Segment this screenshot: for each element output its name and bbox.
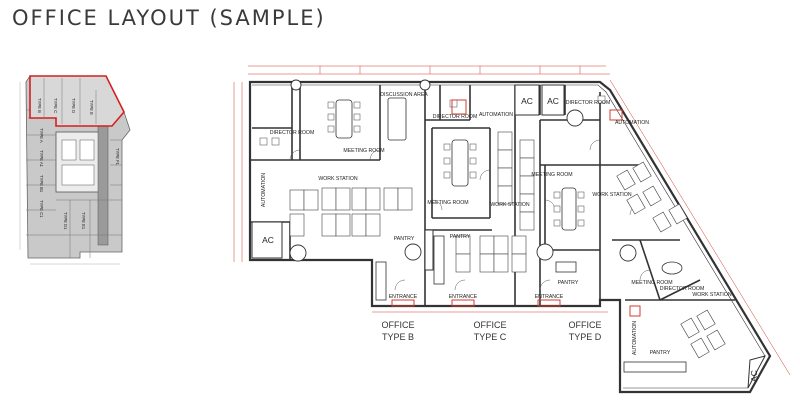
key-unit-label: TYPE B xyxy=(37,98,42,113)
room-label-automation-d-top: AUTOMATION xyxy=(615,120,649,126)
room-label-pantry-d: PANTRY xyxy=(558,280,579,286)
room-label-director-b: DIRECTOR ROOM xyxy=(270,130,315,136)
key-unit-label: TYPE C1 xyxy=(39,200,44,218)
meeting-tables xyxy=(335,97,683,275)
ac-boxes xyxy=(251,84,766,389)
main-floor-plan: DIRECTOR ROOM DISCUSSION AREA MEETING RO… xyxy=(233,65,791,394)
room-label-discussion: DISCUSSION AREA xyxy=(380,92,428,98)
room-label-entrance-c: ENTRANCE xyxy=(449,294,478,300)
office-type-c-line2: TYPE C xyxy=(474,332,507,342)
room-label-pantry-b: PANTRY xyxy=(394,236,415,242)
key-unit-label: TYPE F1 xyxy=(115,148,120,166)
room-label-director-e: DIRECTOR ROOM xyxy=(660,286,705,292)
key-highlight-outline xyxy=(29,75,125,127)
key-unit-label: TYPE E xyxy=(89,100,94,115)
room-label-director-d: DIRECTOR ROOM xyxy=(566,100,611,106)
ac-label-e: AC xyxy=(749,370,759,382)
key-unit-label: TYPE A xyxy=(39,128,44,143)
room-label-workstation-d: WORK STATION xyxy=(592,192,632,198)
room-label-meeting-e: MEETING ROOM xyxy=(631,280,672,286)
office-type-d-line2: TYPE D xyxy=(569,332,602,342)
room-label-meeting-c: MEETING ROOM xyxy=(427,200,468,206)
room-label-entrance-b: ENTRANCE xyxy=(389,294,418,300)
key-unit-label: TYPE D1 xyxy=(63,212,68,230)
room-label-director-c: DIRECTOR ROOM xyxy=(433,114,478,120)
ac-label-d: AC xyxy=(547,96,559,106)
office-type-b-line2: TYPE B xyxy=(382,332,414,342)
workstations xyxy=(289,131,726,359)
columns xyxy=(289,79,637,262)
key-unit-label: TYPE E1 xyxy=(81,212,86,230)
office-type-b-line1: OFFICE xyxy=(382,320,415,330)
room-label-meeting-d: MEETING ROOM xyxy=(531,172,572,178)
room-label-pantry-c: PANTRY xyxy=(450,234,471,240)
key-unit-label: TYPE C xyxy=(53,98,58,113)
pantry-counters xyxy=(375,235,687,373)
room-label-pantry-e: PANTRY xyxy=(650,350,671,356)
dimension-lines xyxy=(233,65,791,376)
key-plan: TYPE B TYPE C TYPE D TYPE E TYPE A TYPE … xyxy=(19,75,131,265)
office-type-d-line1: OFFICE xyxy=(569,320,602,330)
room-label-workstation-c: WORK STATION xyxy=(490,202,530,208)
outer-wall xyxy=(248,80,772,394)
room-label-automation-e: AUTOMATION xyxy=(632,321,638,355)
key-unit-label: TYPE D xyxy=(71,98,76,113)
ac-label-b: AC xyxy=(262,235,274,245)
key-unit-label: TYPE B1 xyxy=(39,175,44,193)
ac-label-c: AC xyxy=(521,96,533,106)
room-label-automation-b: AUTOMATION xyxy=(261,173,267,207)
key-unit-label: TYPE A1 xyxy=(39,150,44,168)
page-title: OFFICE LAYOUT (SAMPLE) xyxy=(12,6,326,30)
room-label-workstation-b: WORK STATION xyxy=(318,176,358,182)
room-label-meeting-b: MEETING ROOM xyxy=(343,148,384,154)
entrance-doors xyxy=(391,99,641,317)
room-label-entrance-d: ENTRANCE xyxy=(535,294,564,300)
room-label-automation-c: AUTOMATION xyxy=(479,112,513,118)
office-type-c-line1: OFFICE xyxy=(474,320,507,330)
chairs xyxy=(259,95,606,227)
room-label-workstation-e: WORK STATION xyxy=(692,292,732,298)
